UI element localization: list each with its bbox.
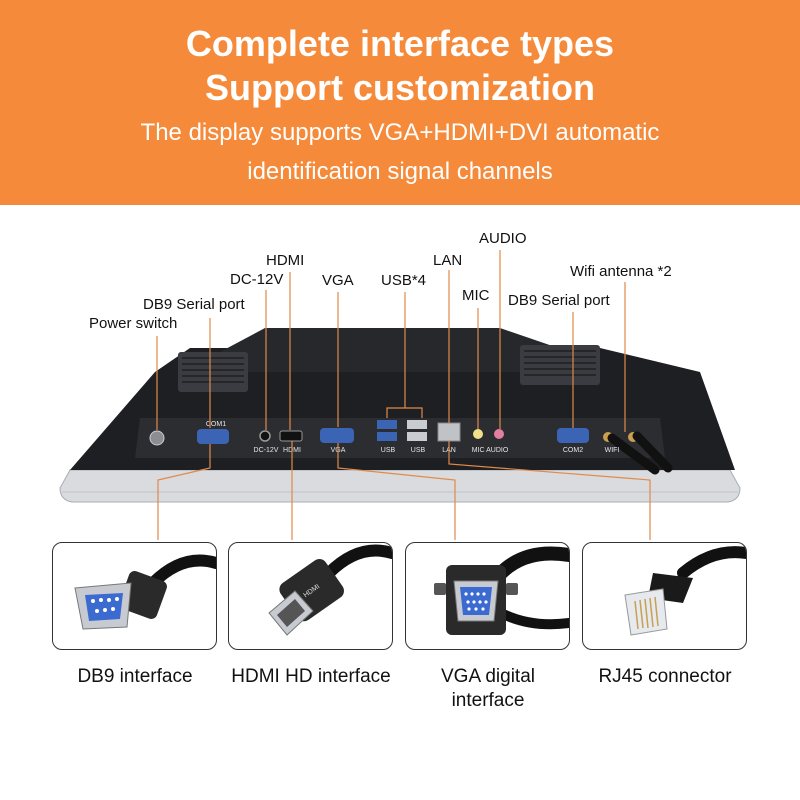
header-banner: Complete interface types Support customi… <box>0 0 800 205</box>
power-button-port <box>149 430 165 446</box>
label-usb4: USB*4 <box>381 272 427 289</box>
banner-subtitle-line1: The display supports VGA+HDMI+DVI automa… <box>140 119 660 146</box>
hdmi-cable-icon: HDMI <box>268 544 392 636</box>
card-rj45 <box>582 542 747 650</box>
card-hdmi: HDMI <box>228 542 393 650</box>
device-rear-panel-illustration: COM1 DC-12V HDMI VGA USB USB LAN MIC AUD… <box>59 250 741 540</box>
label-hdmi: HDMI <box>266 252 305 269</box>
usb-port-3 <box>407 420 427 429</box>
silk-com2: COM2 <box>563 447 583 454</box>
card-db9 <box>52 542 217 650</box>
usb-port-2 <box>377 432 397 441</box>
leader-lines <box>156 250 651 540</box>
db9-cable-icon <box>74 554 216 630</box>
label-vga: VGA <box>322 272 354 289</box>
caption-rj45-line1: RJ45 connector <box>598 666 732 687</box>
vga-port <box>320 428 354 443</box>
hdmi-port <box>279 430 303 442</box>
label-audio: AUDIO <box>479 230 527 247</box>
dc-port <box>259 430 271 442</box>
card-vga <box>405 542 570 650</box>
label-db9-serial-left: DB9 Serial port <box>143 296 245 313</box>
silk-usb2: USB <box>411 447 426 454</box>
silk-wifi: WIFI <box>605 447 620 454</box>
rj45-cable-icon <box>624 546 746 636</box>
silk-dc12v: DC-12V <box>254 447 279 454</box>
caption-rj45: RJ45 connector <box>570 665 760 689</box>
caption-db9-line1: DB9 interface <box>77 666 193 687</box>
vga-cable-icon <box>434 546 569 635</box>
usb-port-4 <box>407 432 427 441</box>
lan-port <box>437 422 461 442</box>
caption-hdmi-line1: HDMI HD interface <box>231 666 391 687</box>
label-power-switch: Power switch <box>89 315 178 332</box>
silk-com1: COM1 <box>206 421 226 428</box>
caption-db9: DB9 interface <box>40 665 230 689</box>
label-lan: LAN <box>433 252 463 269</box>
usb-port-1 <box>377 420 397 429</box>
mic-jack <box>473 429 483 439</box>
label-wifi-antenna: Wifi antenna *2 <box>570 263 672 280</box>
label-dc12v: DC-12V <box>230 271 284 288</box>
banner-subtitle-line2: identification signal channels <box>247 158 553 185</box>
banner-title-line2: Support customization <box>205 67 595 108</box>
caption-hdmi: HDMI HD interface <box>216 665 406 689</box>
audio-jack <box>494 429 504 439</box>
label-mic: MIC <box>462 287 490 304</box>
com1-port <box>197 429 229 444</box>
caption-vga-line1: VGA digital <box>441 666 535 687</box>
silk-usb1: USB <box>381 447 396 454</box>
caption-vga-line2: interface <box>451 690 525 711</box>
silk-mic-audio: MIC AUDIO <box>472 447 509 454</box>
caption-vga: VGA digital interface <box>393 665 583 713</box>
banner-title-line1: Complete interface types <box>185 23 615 64</box>
label-db9-serial-right: DB9 Serial port <box>508 292 610 309</box>
com2-port <box>557 428 589 443</box>
wifi-antenna-icon <box>603 431 673 475</box>
